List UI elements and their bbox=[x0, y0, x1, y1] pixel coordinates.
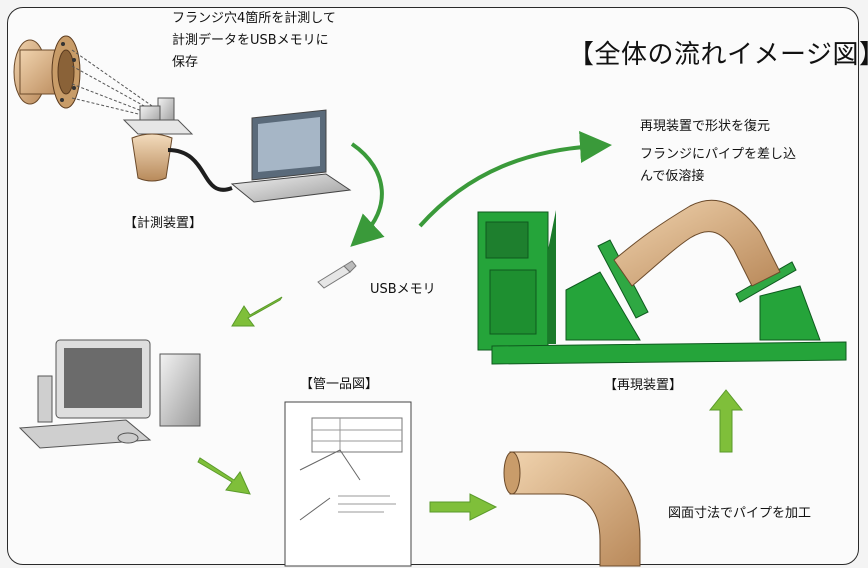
measuring-device-illustration bbox=[13, 35, 233, 192]
measure-note-line: 計測データをUSBメモリに bbox=[172, 33, 329, 48]
reproduction-device-label: 【再現装置】 bbox=[604, 378, 683, 393]
laptop-illustration bbox=[230, 109, 352, 203]
reproduce-note-line: 再現装置で形状を復元 bbox=[640, 119, 771, 134]
process-note: 図面寸法でパイプを加工 bbox=[668, 506, 812, 521]
usb-label: USBメモリ bbox=[370, 282, 436, 297]
bent-pipe-illustration bbox=[503, 451, 641, 567]
reproduce-note: 再現装置で形状を復元 フランジにパイプを差し込 んで仮溶接 bbox=[640, 116, 796, 188]
reproduce-note-line: フランジにパイプを差し込 bbox=[640, 147, 797, 162]
drawing-document-illustration bbox=[284, 401, 412, 567]
measure-note-line: 保存 bbox=[172, 55, 199, 70]
usb-stick-illustration bbox=[317, 260, 357, 289]
measure-note: フランジ穴4箇所を計測して 計測データをUSBメモリに 保存 bbox=[172, 8, 336, 74]
reproduction-device-illustration bbox=[477, 199, 847, 365]
diagram-title: 【全体の流れイメージ図】 bbox=[568, 40, 868, 70]
reproduce-note-line: んで仮溶接 bbox=[640, 169, 705, 184]
drawing-label: 【管一品図】 bbox=[300, 377, 379, 392]
desktop-pc-illustration bbox=[18, 339, 201, 449]
measure-note-line: フランジ穴4箇所を計測して bbox=[172, 11, 336, 26]
measuring-device-label: 【計測装置】 bbox=[124, 216, 203, 231]
diagram-frame bbox=[7, 7, 859, 565]
